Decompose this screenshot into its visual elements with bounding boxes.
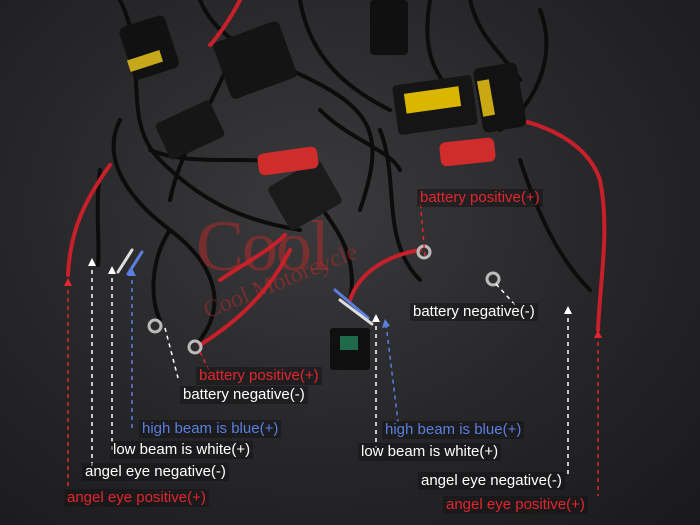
control-boxes [119,0,527,370]
label-angel-eye-positive-right: angel eye positive(+) [443,496,588,514]
label-battery-negative-left: battery negative(-) [180,386,308,404]
arrowheads [64,258,602,338]
lead-tips [116,248,374,326]
label-battery-positive-right: battery positive(+) [417,189,543,207]
watermark-brand: Cool [196,206,330,286]
red-wires [66,0,607,347]
leader-lines [67,199,599,496]
label-low-beam-left: low beam is white(+) [110,441,254,459]
red-connectors [257,137,496,176]
label-battery-negative-right: battery negative(-) [410,303,538,321]
label-high-beam-left: high beam is blue(+) [139,420,282,438]
label-angel-eye-positive-left: angel eye positive(+) [64,489,209,507]
label-angel-eye-negative-right: angel eye negative(-) [418,472,565,490]
label-low-beam-right: low beam is white(+) [358,443,502,461]
label-angel-eye-negative-left: angel eye negative(-) [82,463,229,481]
label-battery-positive-left: battery positive(+) [196,367,322,385]
label-high-beam-right: high beam is blue(+) [382,421,525,439]
